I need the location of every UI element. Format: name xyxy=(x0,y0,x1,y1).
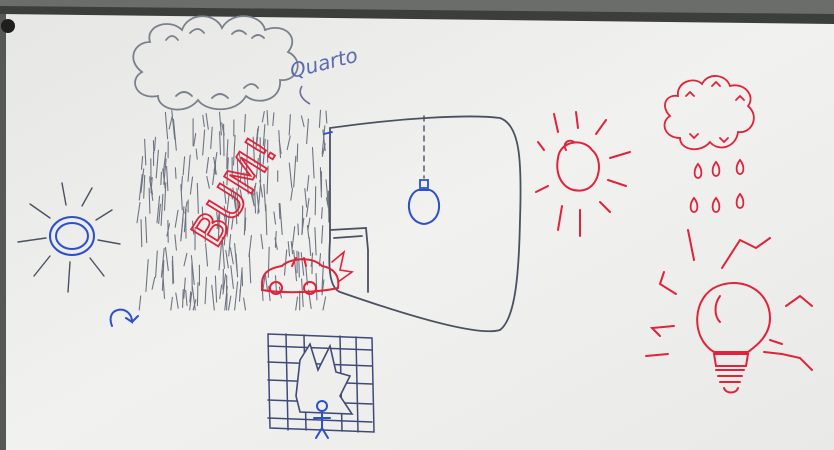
rain-stroke xyxy=(197,283,198,306)
rain-stroke xyxy=(297,144,298,162)
rain-stroke xyxy=(302,206,303,234)
rain-stroke xyxy=(242,270,243,286)
rain-stroke xyxy=(161,172,162,184)
rain-stroke xyxy=(175,168,176,179)
rain-stroke xyxy=(298,224,299,235)
rain-stroke xyxy=(322,208,323,219)
rain-stroke xyxy=(153,141,154,153)
rain-stroke xyxy=(299,252,300,277)
magnet-icon xyxy=(1,19,15,33)
whiteboard-left-frame xyxy=(0,14,6,450)
rain-stroke xyxy=(315,187,316,215)
whiteboard-surface xyxy=(0,10,834,450)
rain-stroke xyxy=(183,290,184,308)
